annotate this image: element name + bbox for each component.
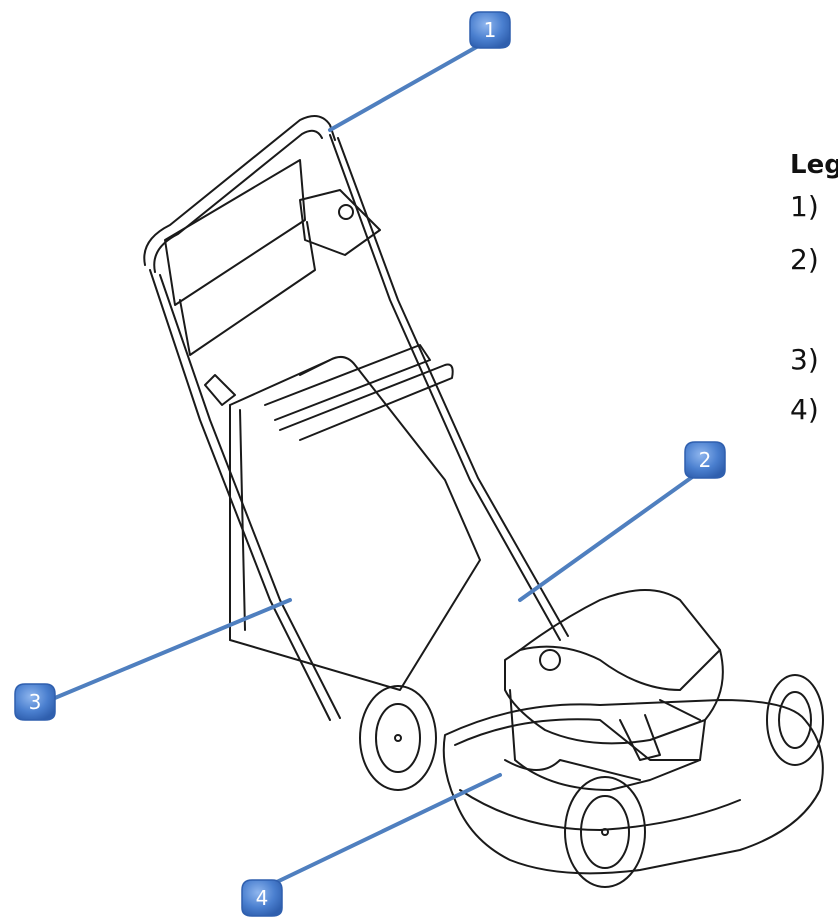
callout-4-label: 4 <box>256 886 269 910</box>
rear-right-wheel <box>766 674 824 766</box>
legend-item-3: 3) <box>790 343 819 376</box>
leader-line-3 <box>48 598 292 702</box>
engine <box>504 589 724 791</box>
handle <box>143 115 569 721</box>
lawn-mower-drawing <box>143 115 824 888</box>
legend-item-4: 4) <box>790 393 819 426</box>
leader-line-4 <box>258 773 502 892</box>
callout-3-label: 3 <box>29 690 42 714</box>
callout-2-label: 2 <box>699 448 712 472</box>
rear-left-wheel <box>359 685 437 791</box>
grass-bag <box>229 355 481 691</box>
front-left-wheel <box>564 776 646 888</box>
leader-line-2 <box>518 473 697 602</box>
callout-1-label: 1 <box>484 18 497 42</box>
legend-item-2: 2) <box>790 243 819 276</box>
leader-line-1 <box>328 43 482 132</box>
callout-1: 1 <box>469 11 511 49</box>
legend-title: Leg <box>790 150 838 180</box>
mower-deck <box>442 699 824 875</box>
callout-4: 4 <box>241 879 283 917</box>
callout-2: 2 <box>684 441 726 479</box>
legend-item-1: 1) <box>790 190 819 223</box>
leader-lines <box>48 43 697 892</box>
callout-3: 3 <box>14 683 56 721</box>
